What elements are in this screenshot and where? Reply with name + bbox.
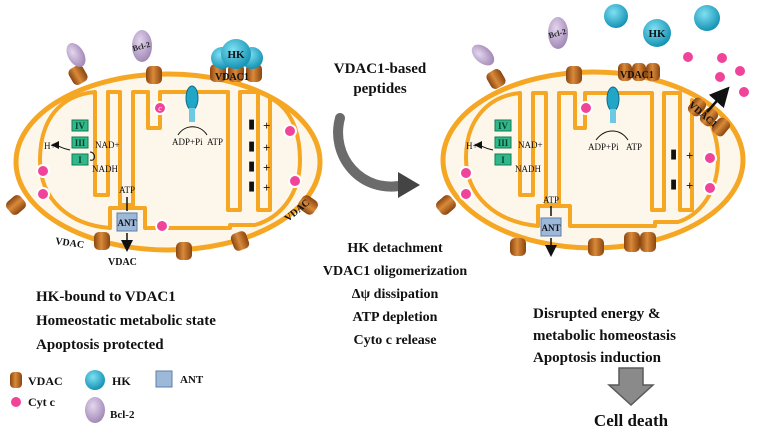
- legend-bcl2: Bcl-2: [110, 409, 135, 421]
- effect-5: Cyto c release: [354, 333, 437, 348]
- right-atp-synthase: ADP+Pi ATP: [588, 86, 642, 152]
- legend-vdac: VDAC: [28, 374, 63, 388]
- svg-text:+: +: [263, 180, 270, 195]
- right-state-text: Disrupted energy & metabolic homeostasis…: [533, 306, 676, 366]
- left-mitochondrion: IV III I H+ NAD+ NADH ADP+Pi ATP ▮ + ▮ + ▮…: [6, 30, 323, 268]
- legend-ant: ANT: [180, 374, 204, 386]
- cytc-release-arrow: [706, 86, 730, 113]
- atp-ant-label: ATP: [119, 185, 135, 195]
- left-membrane-potential: ▮ + ▮ + ▮ + ▮ +: [248, 116, 270, 195]
- complex-i: I: [78, 155, 82, 165]
- right-bcl2: Bcl-2: [471, 17, 568, 66]
- left-etc-complexes: IV III I: [71, 119, 89, 166]
- left-state-2: Homeostatic metabolic state: [36, 313, 216, 329]
- complex-iv: IV: [75, 121, 86, 131]
- complex-i-right: I: [501, 155, 505, 165]
- peptide-title-2: peptides: [353, 81, 407, 97]
- hk-label-right: HK: [648, 28, 666, 40]
- right-vdac-channels: [436, 63, 731, 256]
- vdac-label-bottom: VDAC: [108, 257, 137, 268]
- vdac-label-left: VDAC: [55, 236, 85, 251]
- svg-text:+: +: [263, 118, 270, 133]
- svg-text:+: +: [686, 178, 693, 193]
- ant-label: ANT: [117, 218, 136, 228]
- svg-text:▮: ▮: [248, 158, 255, 173]
- effect-4: ATP depletion: [353, 310, 438, 325]
- right-state-2: metabolic homeostasis: [533, 328, 676, 344]
- nadh-label-right: NADH: [515, 164, 541, 174]
- svg-text:▮: ▮: [248, 138, 255, 153]
- svg-text:▮: ▮: [670, 176, 677, 191]
- left-hk-cluster: HK: [211, 39, 263, 69]
- right-cytc: [459, 50, 751, 201]
- legend-hk: HK: [112, 374, 131, 388]
- left-vdac-channels: [6, 64, 318, 260]
- left-atp-synthase: ADP+Pi ATP: [172, 85, 223, 147]
- cytc-symbol: c: [158, 104, 162, 113]
- svg-text:▮: ▮: [248, 116, 255, 131]
- bcl2-label-right: Bcl-2: [548, 27, 568, 40]
- adp-pi-label-right: ADP+Pi: [588, 142, 619, 152]
- right-state-3: Apoptosis induction: [533, 350, 662, 366]
- h-plus-label-right: H+: [466, 141, 478, 151]
- vdac1-label: VDAC1: [215, 72, 249, 83]
- atp-ant-label-right: ATP: [543, 195, 559, 205]
- right-state-1: Disrupted energy &: [533, 306, 661, 322]
- left-state-3: Apoptosis protected: [36, 337, 164, 353]
- left-cristae: [38, 90, 302, 230]
- svg-text:+: +: [263, 160, 270, 175]
- atp-label-right: ATP: [626, 142, 642, 152]
- right-ant: [540, 217, 562, 237]
- left-ant: [116, 212, 138, 232]
- vdac1-label-right-top: VDAC1: [620, 70, 654, 81]
- effect-2: VDAC1 oligomerization: [323, 264, 467, 279]
- complex-iii: III: [75, 138, 86, 148]
- effect-1: HK detachment: [347, 241, 443, 256]
- left-bcl2: Bcl-2: [66, 30, 152, 67]
- right-hk-detached: HK: [604, 4, 720, 47]
- curved-arrow: [333, 113, 410, 192]
- effect-3: Δψ dissipation: [352, 287, 439, 302]
- svg-text:▮: ▮: [670, 146, 677, 161]
- left-state-1: HK-bound to VDAC1: [36, 289, 176, 305]
- center-section: VDAC1-based peptides HK detachment VDAC1…: [323, 61, 467, 348]
- right-membrane-potential: ▮ + ▮ +: [670, 146, 693, 193]
- left-state-text: HK-bound to VDAC1 Homeostatic metabolic …: [36, 289, 216, 353]
- peptide-title-1: VDAC1-based: [334, 61, 427, 77]
- ant-label-right: ANT: [541, 223, 560, 233]
- legend: VDAC HK ANT Cyt c Bcl-2: [9, 370, 204, 423]
- bcl2-label: Bcl-2: [132, 40, 152, 53]
- down-arrow: [607, 367, 655, 407]
- svg-text:+: +: [263, 140, 270, 155]
- h-plus-label: H+: [44, 141, 56, 151]
- legend-cytc: Cyt c: [28, 395, 56, 409]
- adp-pi-label: ADP+Pi: [172, 137, 203, 147]
- right-etc-complexes: IV III I: [494, 119, 512, 166]
- nadh-label: NADH: [92, 164, 118, 174]
- nad-plus-label-right: NAD+: [518, 140, 543, 150]
- left-cytc: c: [36, 101, 302, 233]
- left-outer-membrane: [13, 71, 323, 253]
- nad-plus-label: NAD+: [95, 140, 120, 150]
- svg-text:▮: ▮: [248, 178, 255, 193]
- right-mitochondrion: IV III I H+ NAD+ NADH ADP+Pi ATP ▮ + ▮ + A…: [436, 4, 751, 257]
- hk-label: HK: [227, 49, 245, 61]
- complex-iii-right: III: [498, 138, 509, 148]
- svg-text:+: +: [686, 148, 693, 163]
- complex-iv-right: IV: [498, 121, 509, 131]
- cell-death-label: Cell death: [594, 411, 669, 430]
- atp-label: ATP: [207, 137, 223, 147]
